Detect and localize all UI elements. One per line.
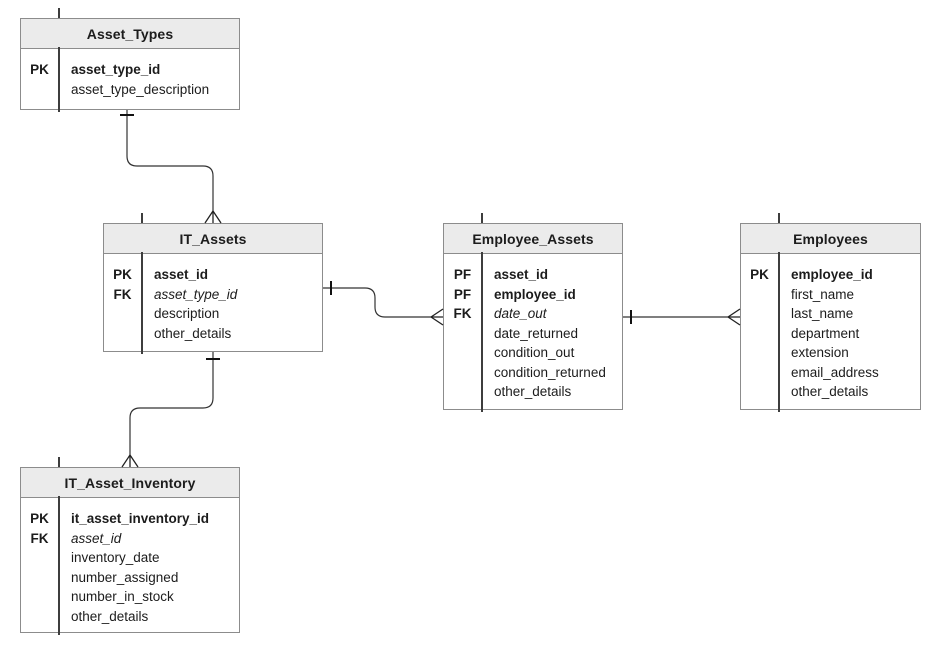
many-cardinality-crowfoot-icon bbox=[430, 308, 444, 326]
key-column-divider-tick bbox=[58, 8, 60, 18]
attribute-row: asset_type_description bbox=[21, 80, 239, 100]
key-column-divider-tick bbox=[481, 213, 483, 223]
key-column-divider bbox=[58, 495, 60, 635]
attribute-row: date_returned bbox=[444, 324, 622, 344]
key-badge: FK bbox=[30, 530, 49, 546]
entity-employees: Employees PK employee_id first_name last… bbox=[740, 213, 921, 412]
attribute-name: date_out bbox=[494, 306, 547, 322]
key-column-divider-tick bbox=[141, 213, 143, 223]
entity-body: PF asset_id PF employee_id FK date_out d… bbox=[444, 254, 622, 402]
entity-it-asset-inventory: IT_Asset_Inventory PK it_asset_inventory… bbox=[20, 457, 240, 635]
attribute-row: PK asset_id bbox=[104, 265, 322, 285]
attribute-name: extension bbox=[791, 345, 849, 361]
attribute-name: asset_id bbox=[494, 267, 549, 283]
attribute-row: last_name bbox=[741, 304, 920, 324]
key-badge: PK bbox=[30, 511, 49, 527]
entity-asset-types: Asset_Types PK asset_type_id asset_type_… bbox=[20, 8, 240, 112]
attribute-row: other_details bbox=[104, 324, 322, 344]
attribute-name: description bbox=[154, 306, 220, 322]
attribute-name: asset_id bbox=[154, 267, 209, 283]
attribute-name: employee_id bbox=[791, 267, 873, 283]
entity-title-asset-types: Asset_Types bbox=[21, 19, 239, 49]
attribute-row: other_details bbox=[444, 382, 622, 402]
attribute-name: condition_returned bbox=[494, 364, 606, 380]
key-badge: PF bbox=[453, 267, 472, 283]
relationship-line bbox=[126, 110, 214, 212]
attribute-name: first_name bbox=[791, 286, 855, 302]
attribute-name: department bbox=[791, 325, 860, 341]
attribute-name: employee_id bbox=[494, 286, 576, 302]
many-cardinality-crowfoot-icon bbox=[121, 454, 139, 468]
attribute-row: inventory_date bbox=[21, 548, 239, 568]
attribute-row: FK asset_type_id bbox=[104, 285, 322, 305]
attribute-name: other_details bbox=[494, 384, 572, 400]
attribute-name: other_details bbox=[71, 608, 149, 624]
entity-body: PK it_asset_inventory_id FK asset_id inv… bbox=[21, 498, 239, 626]
key-badge: PK bbox=[30, 62, 49, 78]
key-column-divider bbox=[778, 251, 780, 412]
attribute-name: asset_type_description bbox=[71, 81, 210, 97]
entity-title-it-asset-inventory: IT_Asset_Inventory bbox=[21, 468, 239, 498]
attribute-row: PF employee_id bbox=[444, 285, 622, 305]
attribute-row: FK date_out bbox=[444, 304, 622, 324]
connector-employee-assets-to-employees bbox=[623, 308, 741, 326]
attribute-name: number_assigned bbox=[71, 569, 179, 585]
attribute-row: first_name bbox=[741, 285, 920, 305]
attribute-row: number_in_stock bbox=[21, 587, 239, 607]
many-cardinality-crowfoot-icon bbox=[727, 308, 741, 326]
connector-it-assets-to-employee-assets bbox=[323, 281, 444, 326]
entity-title-employee-assets: Employee_Assets bbox=[444, 224, 622, 254]
key-column-divider bbox=[58, 46, 60, 112]
key-badge: PK bbox=[113, 267, 132, 283]
key-column-divider bbox=[481, 251, 483, 412]
key-badge: FK bbox=[113, 286, 132, 302]
attribute-row: other_details bbox=[741, 382, 920, 402]
attribute-name: number_in_stock bbox=[71, 589, 174, 605]
attribute-row: PK asset_type_id bbox=[21, 60, 239, 80]
attribute-row: email_address bbox=[741, 363, 920, 383]
attribute-row: department bbox=[741, 324, 920, 344]
attribute-name: asset_id bbox=[71, 530, 122, 546]
entity-title-employees: Employees bbox=[741, 224, 920, 254]
key-column-divider-tick bbox=[58, 457, 60, 467]
key-badge: PK bbox=[750, 267, 769, 283]
attribute-row: extension bbox=[741, 343, 920, 363]
attribute-row: condition_returned bbox=[444, 363, 622, 383]
relationship-line bbox=[129, 352, 214, 455]
key-column-divider bbox=[141, 251, 143, 354]
key-badge: FK bbox=[453, 306, 472, 322]
attribute-name: date_returned bbox=[494, 325, 579, 341]
key-column-divider-tick bbox=[778, 213, 780, 223]
attribute-name: other_details bbox=[154, 325, 232, 341]
attribute-name: email_address bbox=[791, 364, 879, 380]
attribute-row: condition_out bbox=[444, 343, 622, 363]
key-badge: PF bbox=[453, 286, 472, 302]
attribute-row: PK it_asset_inventory_id bbox=[21, 509, 239, 529]
attribute-row: description bbox=[104, 304, 322, 324]
entity-body: PK asset_type_id asset_type_description bbox=[21, 49, 239, 99]
relationship-line bbox=[323, 287, 432, 318]
attribute-name: other_details bbox=[791, 384, 869, 400]
attribute-row: number_assigned bbox=[21, 568, 239, 588]
attribute-name: inventory_date bbox=[71, 550, 160, 566]
entity-body: PK asset_id FK asset_type_id description… bbox=[104, 254, 322, 343]
attribute-name: asset_type_id bbox=[71, 62, 161, 78]
attribute-name: asset_type_id bbox=[154, 286, 238, 302]
attribute-row: PF asset_id bbox=[444, 265, 622, 285]
attribute-row: FK asset_id bbox=[21, 529, 239, 549]
connector-asset-types-to-it-assets bbox=[120, 110, 222, 224]
attribute-name: it_asset_inventory_id bbox=[71, 511, 210, 527]
entity-it-assets: IT_Assets PK asset_id FK asset_type_id d… bbox=[103, 213, 323, 354]
entity-title-it-assets: IT_Assets bbox=[104, 224, 322, 254]
many-cardinality-crowfoot-icon bbox=[204, 210, 222, 224]
entity-employee-assets: Employee_Assets PF asset_id PF employee_… bbox=[443, 213, 623, 412]
connector-it-assets-to-it-asset-inventory bbox=[121, 352, 220, 468]
attribute-name: last_name bbox=[791, 306, 854, 322]
entity-body: PK employee_id first_name last_name depa… bbox=[741, 254, 920, 402]
attribute-row: other_details bbox=[21, 607, 239, 627]
attribute-row: PK employee_id bbox=[741, 265, 920, 285]
attribute-name: condition_out bbox=[494, 345, 575, 361]
